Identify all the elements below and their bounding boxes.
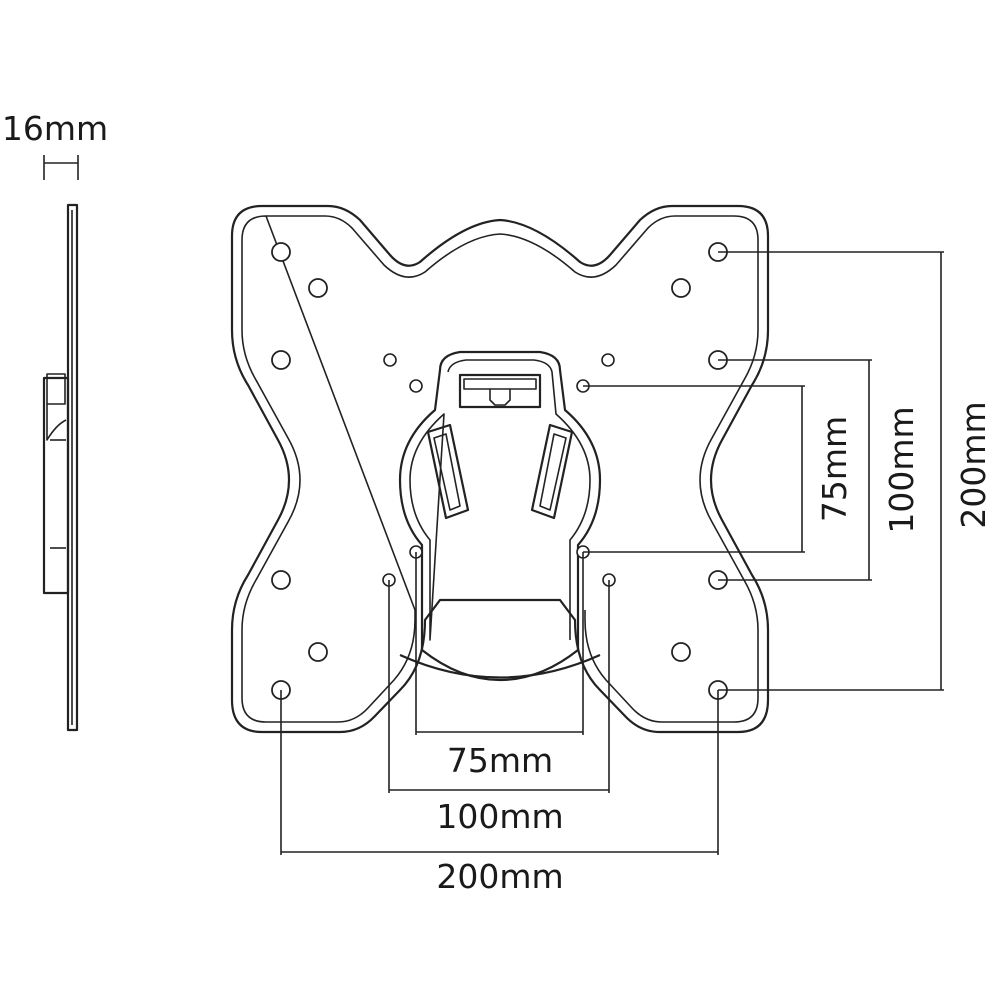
lower-arc — [399, 653, 601, 679]
horizontal-dimensions: 75mm 100mm 200mm — [280, 552, 719, 896]
right-hook-slot-inner — [539, 433, 567, 511]
side-bracket-latch — [46, 373, 66, 405]
hole-aux-2 — [671, 278, 691, 298]
right-hook-slot — [530, 423, 574, 520]
locking-latch — [458, 373, 542, 409]
latch-body — [458, 373, 542, 409]
center-tongue-inner-left — [409, 413, 445, 641]
hole-200-top-left — [271, 242, 291, 262]
side-depth-label: 16mm — [2, 109, 108, 148]
h200-label: 200mm — [436, 857, 563, 896]
v100-label: 100mm — [882, 406, 921, 533]
center-tongue — [398, 350, 602, 682]
hole-small-3 — [409, 379, 423, 393]
hole-aux-7 — [308, 642, 328, 662]
side-bracket-profile — [42, 376, 70, 595]
h75-label: 75mm — [447, 741, 553, 780]
latch-screw — [489, 389, 511, 406]
v75-label: 75mm — [815, 416, 854, 522]
left-hook-slot — [426, 423, 470, 520]
hole-aux-8 — [671, 642, 691, 662]
hole-small-1 — [383, 353, 397, 367]
front-plate — [230, 204, 770, 734]
latch-top — [463, 378, 537, 390]
center-tongue-inner — [447, 359, 591, 640]
plate-inner-contour-left — [241, 215, 416, 723]
hole-aux-1 — [308, 278, 328, 298]
hole-aux-3 — [271, 350, 291, 370]
left-hook-slot-inner — [433, 433, 461, 511]
side-view: 16mm — [2, 109, 108, 732]
side-bracket-hook — [46, 404, 67, 441]
h100-label: 100mm — [436, 797, 563, 836]
vertical-dimensions: 75mm 100mm 200mm — [583, 251, 993, 691]
v200-label: 200mm — [954, 401, 993, 528]
hole-small-2 — [601, 353, 615, 367]
hole-aux-5 — [271, 570, 291, 590]
plate-inner-contour — [266, 215, 759, 723]
plate-outer-contour — [230, 204, 770, 734]
